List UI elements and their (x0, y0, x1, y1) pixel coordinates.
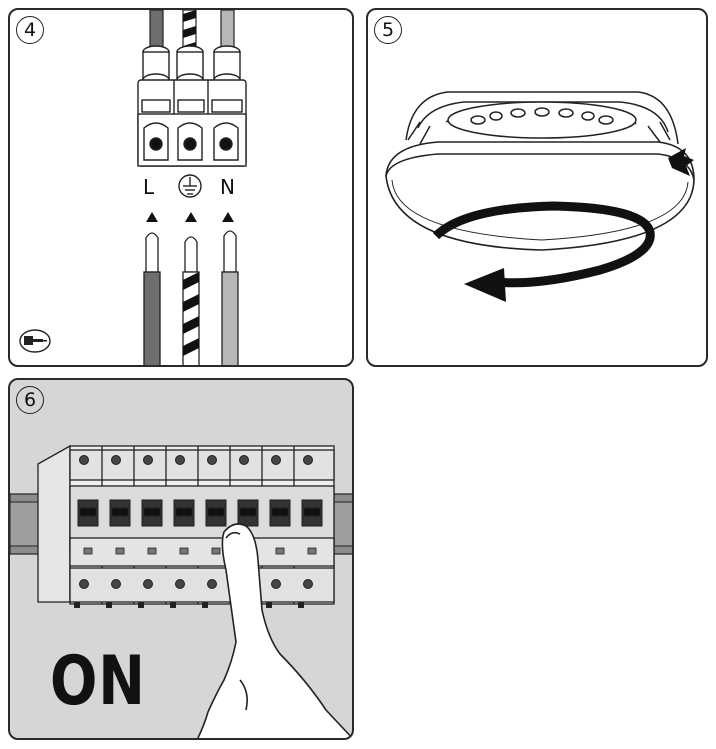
bottom-screws (79, 579, 313, 589)
rotation-arrow (432, 201, 655, 302)
bottom-wire-live (143, 232, 161, 365)
breaker-illustration (10, 444, 352, 738)
earth-symbol-icon (178, 174, 202, 198)
label-live: L (143, 175, 155, 199)
hand-pointer-icon (197, 523, 352, 738)
step-number-5: 5 (374, 16, 402, 44)
mounting-base (405, 91, 679, 145)
on-status-label: ON (50, 642, 146, 721)
top-wire-live (149, 10, 164, 51)
top-wire-neutral (220, 10, 235, 51)
arrow-up-icon-live (146, 212, 158, 222)
screwdriver-icon (19, 329, 51, 353)
step-6-panel: 6 ON (8, 378, 354, 740)
bottom-wire-neutral (221, 230, 239, 365)
step-5-panel: 5 (366, 8, 708, 367)
step-number-4: 4 (16, 16, 44, 44)
twist-arrow-icon (668, 148, 694, 176)
wiring-illustration (19, 10, 247, 365)
label-neutral: N (220, 175, 235, 199)
step-number-6: 6 (16, 386, 44, 414)
fixture-illustration (385, 91, 695, 302)
step-4-panel: 4 L N (8, 8, 354, 367)
breaker-levers (77, 499, 323, 527)
arrow-up-icon-neutral (222, 212, 234, 222)
terminal-block (137, 45, 247, 167)
top-wire-earth (182, 10, 197, 51)
bottom-wire-earth (182, 236, 200, 365)
arrow-up-icon-earth (185, 212, 197, 222)
top-screws (79, 455, 313, 465)
